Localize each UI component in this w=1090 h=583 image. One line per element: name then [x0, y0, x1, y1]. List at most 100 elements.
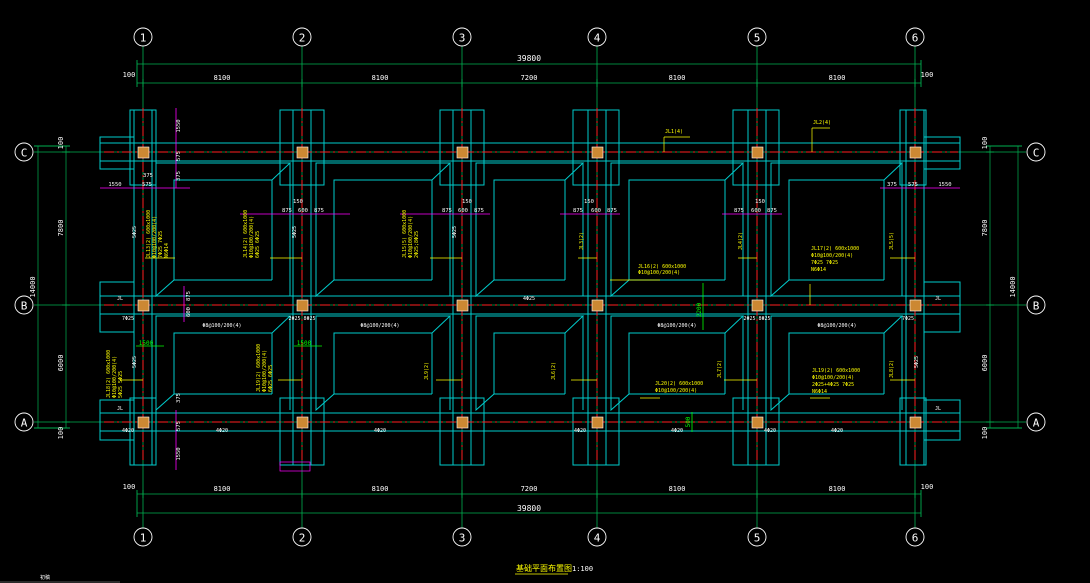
drawing-title: 基础平面布置图	[516, 563, 572, 573]
beam-tag-b-5: 2Φ25 8Φ25	[743, 316, 770, 322]
grid-label-bottom-5: 5	[754, 532, 761, 545]
svg-text:JL18(2) 600x1000: JL18(2) 600x1000	[106, 350, 112, 398]
dim-375-top: 375	[176, 171, 182, 181]
grid-label-left-C: C	[21, 147, 28, 160]
bubble-bottom-5	[747, 527, 767, 547]
dim-875-5a: 875	[734, 208, 744, 214]
beam-tag-b-1: 7Φ25	[122, 316, 134, 322]
bubble-right-C	[1026, 142, 1046, 162]
dim-375-bottom: 375	[176, 393, 182, 403]
ann-jl5: JL5(5)	[889, 232, 895, 250]
bubble-top-1	[133, 27, 153, 47]
grid-label-top-5: 5	[754, 32, 761, 45]
grid-lines	[34, 46, 1026, 528]
svg-text:JL20(2) 600x1000: JL20(2) 600x1000	[655, 381, 703, 387]
dim-150-4: 150	[584, 199, 594, 205]
dim-875-3a: 875	[442, 208, 452, 214]
right-offset-top: 100	[981, 137, 989, 150]
dim-875-2a: 875	[282, 208, 292, 214]
dim-875-4b: 875	[607, 208, 617, 214]
svg-text:Φ10@100/200(4): Φ10@100/200(4)	[112, 356, 118, 398]
beam-label-b-left: JL	[117, 296, 123, 302]
grid-label-bottom-6: 6	[912, 532, 919, 545]
svg-text:Φ10@100/200(4): Φ10@100/200(4)	[152, 216, 158, 258]
dim-150-2: 150	[293, 199, 303, 205]
beam-label-a-left: JL	[117, 406, 123, 412]
grid-label-top-3: 3	[459, 32, 466, 45]
right-offset-bottom: 100	[981, 427, 989, 440]
beam-tag-b-span4: Φ8@100/200(4)	[657, 323, 696, 329]
beam-tag-b-mid: 4Φ25	[523, 296, 535, 302]
beam-tag-a-span4: 4Φ20	[671, 428, 683, 434]
svg-text:JL15(5) 600x1000: JL15(5) 600x1000	[402, 210, 408, 258]
dim-1500-2: 1500	[297, 340, 312, 347]
bottom-offset-right: 100	[921, 483, 934, 491]
dim-575-right: 575	[908, 182, 918, 188]
beam-tag-b-span2: Φ8@100/200(4)	[360, 323, 399, 329]
bubble-top-6	[905, 27, 925, 47]
footing-tag-bottom	[279, 461, 311, 472]
left-offset-top: 100	[57, 137, 65, 150]
ann-block-e: JL17(2) 600x1000 Φ10@100/200(4) 7Φ25 7Φ2…	[811, 246, 859, 273]
ann-jl8: JL8(2)	[889, 360, 895, 378]
beam-tag-a-1: 4Φ20	[122, 428, 134, 434]
ann-block-a: JL13(2) 600x1000 Φ10@100/200(4) 7Φ25 7Φ2…	[146, 210, 170, 258]
green-dimensions	[136, 283, 704, 432]
dim-1550-top: 1550	[176, 119, 182, 132]
svg-text:JL14(2) 600x1000: JL14(2) 600x1000	[243, 210, 249, 258]
left-total: 14000	[29, 276, 37, 297]
svg-text:JL13(2) 600x1000: JL13(2) 600x1000	[146, 210, 152, 258]
svg-text:N6Φ14: N6Φ14	[812, 389, 827, 395]
corner-label: 初稿	[40, 574, 50, 581]
dim-500: 500	[685, 416, 692, 427]
dim-1550-left: 1550	[108, 182, 121, 188]
top-span-4: 8100	[669, 74, 686, 82]
beam-tag-v1-up: 5Φ25	[132, 226, 138, 238]
bottom-span-1: 8100	[214, 485, 231, 493]
svg-text:Φ10@100/200(4): Φ10@100/200(4)	[811, 253, 853, 259]
dim-575-bottom: 575	[176, 421, 182, 431]
bubble-right-A	[1026, 412, 1046, 432]
horizontal-dimension-texts: 39800 8100 8100 7200 8100 8100 100 100 3…	[123, 54, 934, 513]
dim-875-5b: 875	[767, 208, 777, 214]
top-total-dim: 39800	[517, 54, 541, 63]
dim-875-4a: 875	[573, 208, 583, 214]
grid-label-bottom-1: 1	[140, 532, 147, 545]
grid-label-bottom-3: 3	[459, 532, 466, 545]
bubble-top-4	[587, 27, 607, 47]
bubble-left-A	[14, 412, 34, 432]
beam-labels: JL JL JL JL 4Φ25 7Φ25 Φ8@100/200(4) 2Φ25…	[117, 226, 941, 434]
grid-label-top-6: 6	[912, 32, 919, 45]
dim-150-3: 150	[462, 199, 472, 205]
svg-text:Φ10@100/200(4): Φ10@100/200(4)	[638, 270, 680, 276]
dim-875-b1: 875	[186, 291, 192, 301]
dim-1550-bottom: 1550	[176, 447, 182, 460]
ann-jl2: JL2(4)	[813, 120, 831, 126]
annotation-leaders	[120, 127, 915, 399]
beam-tag-v3-up: 5Φ25	[452, 226, 458, 238]
ann-block-g: JL19(2) 600x1000 Φ10@100/200(4) 6Φ25 6Φ2…	[256, 344, 274, 392]
grid-label-right-C: C	[1033, 147, 1040, 160]
grid-label-left-A: A	[21, 417, 28, 430]
dim-600-5: 600	[751, 208, 761, 214]
bubble-bottom-2	[292, 527, 312, 547]
svg-text:Φ10@100/200(4): Φ10@100/200(4)	[262, 350, 268, 392]
svg-text:6Φ25 6Φ25: 6Φ25 6Φ25	[268, 365, 274, 392]
drawing-scale: 1:100	[572, 565, 593, 573]
right-total: 14000	[1009, 276, 1017, 297]
dim-375-right: 375	[887, 182, 897, 188]
bubble-bottom-4	[587, 527, 607, 547]
left-offset-bottom: 100	[57, 427, 65, 440]
dim-2200: 2200	[696, 302, 703, 317]
columns	[137, 146, 922, 429]
svg-text:5Φ25 5Φ25: 5Φ25 5Φ25	[118, 371, 124, 398]
ann-jl3: JL3(2)	[579, 232, 585, 250]
grid-label-top-1: 1	[140, 32, 147, 45]
dim-150-5: 150	[755, 199, 765, 205]
top-offset-right: 100	[921, 71, 934, 79]
ann-block-h: JL20(2) 600x1000 Φ10@100/200(4) JL19(2) …	[655, 368, 860, 395]
grid-label-right-A: A	[1033, 417, 1040, 430]
beam-tag-b-2: 2Φ25 8Φ25	[288, 316, 315, 322]
top-offset-left: 100	[123, 71, 136, 79]
top-span-1: 8100	[214, 74, 231, 82]
